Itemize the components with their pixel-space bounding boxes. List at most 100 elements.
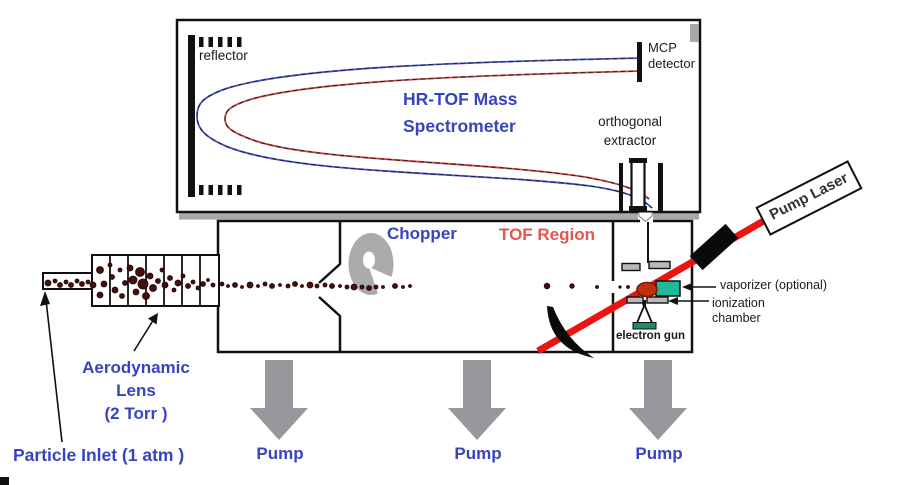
particle-dot [392, 283, 398, 289]
ion-exit-notch [638, 212, 653, 223]
particle-dot [126, 264, 134, 272]
mcp-label: MCP [648, 40, 677, 55]
tof-region-label: TOF Region [499, 225, 596, 244]
particle-dot [109, 274, 115, 280]
orthogonal-extractor-plates [619, 158, 663, 213]
spectrometer-title-line2: Spectrometer [403, 116, 516, 136]
curved-mirror [547, 306, 594, 358]
particle-dot [180, 273, 186, 279]
particle-dot [161, 281, 169, 289]
particle-beam-dots [44, 262, 630, 300]
particle-dot [322, 282, 328, 288]
vaporizer-element [655, 280, 681, 297]
flange-bar-left [179, 212, 638, 220]
particle-dot [262, 281, 268, 287]
particle-dot [63, 279, 69, 285]
annotation-arrows [40, 283, 716, 443]
particle-dot [543, 282, 551, 290]
vapor-plume [636, 281, 658, 298]
corner-shadow [690, 24, 699, 42]
particle-dot [210, 282, 216, 288]
mass-spectrometer-box [175, 18, 702, 214]
particle-dot [338, 284, 342, 288]
pump-arrow-3 [629, 360, 687, 440]
lens-label-line3: (2 Torr ) [104, 404, 168, 423]
particle-dot [85, 279, 91, 285]
particle-dot [167, 275, 173, 281]
pump-label-1: Pump [256, 444, 304, 463]
particle-dot [373, 284, 379, 290]
mcp-detector-plate [637, 42, 642, 82]
particle-dot [381, 285, 385, 289]
reflector-grid-dashes [199, 37, 242, 195]
particle-dot [68, 282, 74, 288]
particle-dot [626, 285, 630, 289]
particle-dot [200, 281, 206, 287]
particle-dot [107, 262, 113, 268]
particle-dot [52, 278, 58, 284]
reflector-plate [188, 35, 195, 197]
particle-dot [359, 284, 365, 290]
particle-dot [278, 283, 282, 287]
pump-arrow-1 [250, 360, 308, 440]
particle-dot [100, 280, 108, 288]
particle-inlet-label: Particle Inlet (1 atm ) [13, 445, 185, 465]
pump-label-3: Pump [635, 444, 683, 463]
skimmer-cone [318, 222, 342, 351]
ion-trajectories [196, 57, 653, 209]
particle-dot [306, 281, 314, 289]
particle-dot [618, 285, 622, 289]
ion-path-outer-dashes [196, 57, 653, 209]
pump-arrow-2 [448, 360, 506, 440]
particle-dot [256, 284, 260, 288]
chopper-label: Chopper [387, 224, 457, 243]
particle-dot [155, 278, 161, 284]
particle-dot [292, 281, 298, 287]
particle-dot [401, 285, 405, 289]
particle-dot [159, 267, 165, 273]
lens-label-line2: Lens [116, 381, 156, 400]
ionization-chamber-plates [621, 260, 671, 304]
particle-dot [174, 279, 182, 287]
pump-laser-box [755, 160, 863, 236]
particle-dot [57, 282, 63, 288]
ionization-label-line1: ionization [712, 296, 765, 310]
particle-dot [96, 266, 104, 274]
particle-dot [146, 272, 154, 280]
particle-dot [269, 283, 275, 289]
particle-dot [119, 293, 125, 299]
particle-dot [285, 283, 291, 289]
particle-dot [408, 284, 412, 288]
particle-dot [206, 278, 210, 282]
particle-dot [240, 285, 244, 289]
particle-dot [344, 284, 350, 290]
detector-label: detector [648, 56, 695, 71]
particle-dot [232, 282, 238, 288]
particle-dot [595, 285, 599, 289]
particle-dot [117, 267, 123, 273]
reflector-label: reflector [199, 48, 248, 63]
particle-dot [185, 283, 191, 289]
particle-dot [142, 292, 150, 300]
particle-dot [314, 283, 320, 289]
ionization-label-line2: chamber [712, 311, 761, 325]
particle-dot [79, 281, 85, 287]
particle-dot [350, 283, 358, 291]
particle-dot [74, 278, 80, 284]
vaporizer-label: vaporizer (optional) [720, 278, 827, 292]
particle-dot [190, 279, 196, 285]
particle-dot [569, 283, 575, 289]
pump-arrows [250, 360, 687, 440]
electron-gun-label: electron gun [616, 330, 686, 342]
particle-dot [128, 275, 138, 285]
chopper-wheel [348, 233, 396, 297]
lens-label-line1: Aerodynamic [82, 358, 190, 377]
particle-dot [122, 280, 128, 286]
extractor-label-line1: orthogonal [598, 114, 662, 129]
particle-dot [96, 291, 104, 299]
particle-dot [132, 288, 140, 296]
extractor-label-line2: extractor [603, 133, 657, 148]
particle-dot [195, 285, 201, 291]
